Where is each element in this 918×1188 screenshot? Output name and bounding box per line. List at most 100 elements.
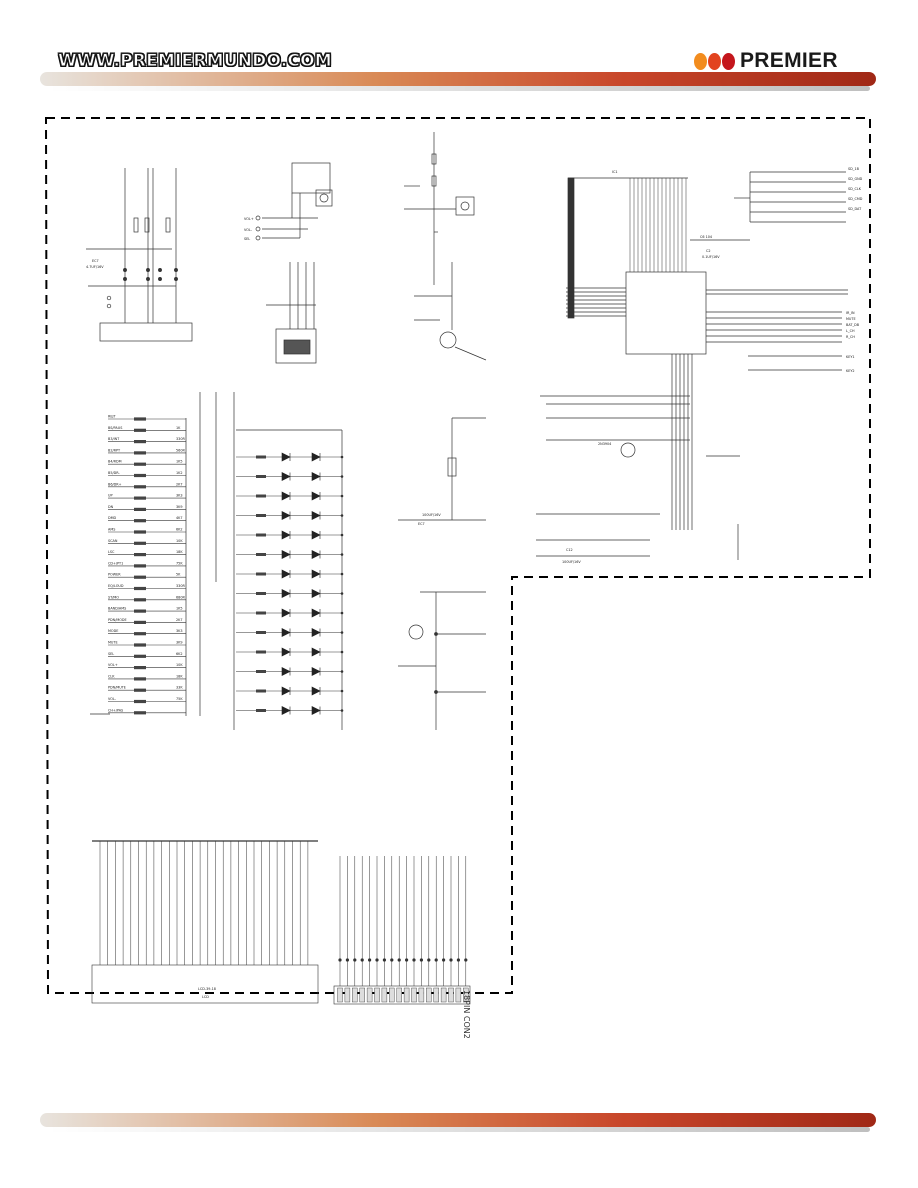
- lcd-ref-label: LCD: [202, 995, 209, 999]
- brand-dot-red: [708, 52, 721, 70]
- led-icon: [311, 686, 321, 696]
- button-label: VOL-: [108, 697, 117, 701]
- con2-junction: [375, 958, 379, 962]
- ladder-row: REJT: [108, 415, 186, 421]
- led-icon: [281, 511, 291, 520]
- con2-junction: [382, 958, 386, 962]
- ladder-row: B5/DR-1K2: [108, 471, 186, 478]
- led-icon: [311, 706, 321, 715]
- net-sel: SEL: [244, 237, 250, 241]
- resistor-value: 330R: [176, 437, 185, 441]
- con2-pad: [455, 987, 462, 1003]
- resistor-value: 1K5: [176, 460, 183, 464]
- button-label: B2/RPT: [108, 448, 121, 452]
- button-label: CH+/PAS: [108, 708, 123, 712]
- pin18-connector-group: [333, 985, 471, 1005]
- resistor-value: 33K: [176, 686, 183, 690]
- ladder-row: CH+/PAS: [108, 708, 186, 715]
- con2-pad: [403, 987, 410, 1003]
- ladder-row: EQ/LOUD 330R: [108, 584, 186, 591]
- left-connector-group: [86, 168, 193, 342]
- resistor-value: 2K7: [176, 618, 183, 622]
- con2-pad: [426, 987, 432, 1003]
- button-label: B6/DR+: [108, 482, 122, 486]
- cap-label-c12: 100UF/16V: [422, 513, 441, 517]
- led-icon: [281, 608, 291, 618]
- led-row: [236, 706, 344, 715]
- transistor-label: 2N3904: [598, 442, 611, 446]
- net-vol-plus: VOL+: [244, 217, 254, 221]
- button-label: BS/PAUS: [108, 426, 122, 430]
- lcd-part-label: LCD-39-18: [198, 987, 216, 991]
- resistor-value: 560R: [176, 448, 185, 452]
- cap-value-c2: 0.1UF/16V: [702, 255, 720, 259]
- ic-top-pins: [629, 178, 687, 272]
- led-icon: [311, 491, 321, 501]
- button-label: MODE: [108, 629, 118, 633]
- cap-label-ec7: EC7: [92, 259, 99, 263]
- con2-junction: [464, 958, 468, 962]
- button-label: PDN/MUTE: [108, 686, 126, 690]
- button-label: SCAN: [108, 539, 118, 543]
- led-row: [236, 550, 344, 559]
- power-filter-group: [398, 417, 486, 730]
- net-sd-clk: SD_CLK: [848, 187, 862, 191]
- header-gradient-bar: [40, 72, 876, 91]
- led-row: [236, 452, 344, 462]
- cap-label-ec7b: C12: [566, 548, 573, 552]
- ladder-row: PDN/MUTE 33K: [108, 686, 186, 692]
- con2-pad: [352, 987, 358, 1003]
- net-l-ch: L_CH: [846, 329, 855, 333]
- led-icon: [281, 667, 291, 676]
- led-icon: [281, 686, 291, 696]
- con2-junction: [368, 958, 372, 962]
- led-icon: [311, 472, 321, 481]
- resistor-value: 1K2: [176, 471, 183, 475]
- resistor-value: 330R: [176, 584, 185, 588]
- resistor-value: 680R: [176, 595, 185, 599]
- button-label: AMS: [108, 528, 115, 532]
- led-icon: [311, 452, 321, 462]
- con2-junction: [442, 958, 446, 962]
- led-icon: [281, 452, 291, 462]
- net-sd-1b: SD_1B: [848, 167, 860, 171]
- ladder-row: VOL+10K: [108, 663, 186, 670]
- led-icon: [311, 628, 321, 637]
- con2-junction: [427, 958, 431, 962]
- ic-label-ic1: IC1: [612, 170, 618, 174]
- cap-label-c2: C2: [706, 249, 711, 253]
- con2-junction: [434, 958, 438, 962]
- con2-junction: [390, 958, 394, 962]
- led-row: [236, 667, 344, 676]
- button-label: EQ/LOUD: [108, 584, 124, 588]
- button-label: VOL+: [108, 663, 118, 667]
- premier-brand-logo: PREMIER: [694, 49, 838, 72]
- resistor-value: 6K2: [176, 652, 183, 656]
- button-label: UP: [108, 494, 113, 498]
- button-label: CLK: [108, 674, 115, 678]
- led-row: [236, 686, 344, 696]
- net-key1: KEY1: [846, 355, 855, 359]
- ladder-row: B6/DR+2K7: [108, 482, 186, 489]
- con2-junction: [405, 958, 409, 962]
- led-icon: [281, 647, 291, 657]
- brand-dot-dark-red: [722, 52, 735, 70]
- led-row: [236, 530, 344, 540]
- con2-junction: [456, 958, 460, 962]
- button-label: SEL: [108, 652, 114, 656]
- net-sd-cmd: SD_CMD: [848, 197, 863, 201]
- ladder-row: VOL- 75K: [108, 697, 186, 704]
- resistor-value: 75K: [176, 697, 183, 701]
- brand-name: PREMIER: [740, 49, 838, 72]
- button-label: B4/RDM: [108, 460, 122, 464]
- led-matrix: [236, 452, 344, 715]
- con2-pad: [337, 987, 343, 1003]
